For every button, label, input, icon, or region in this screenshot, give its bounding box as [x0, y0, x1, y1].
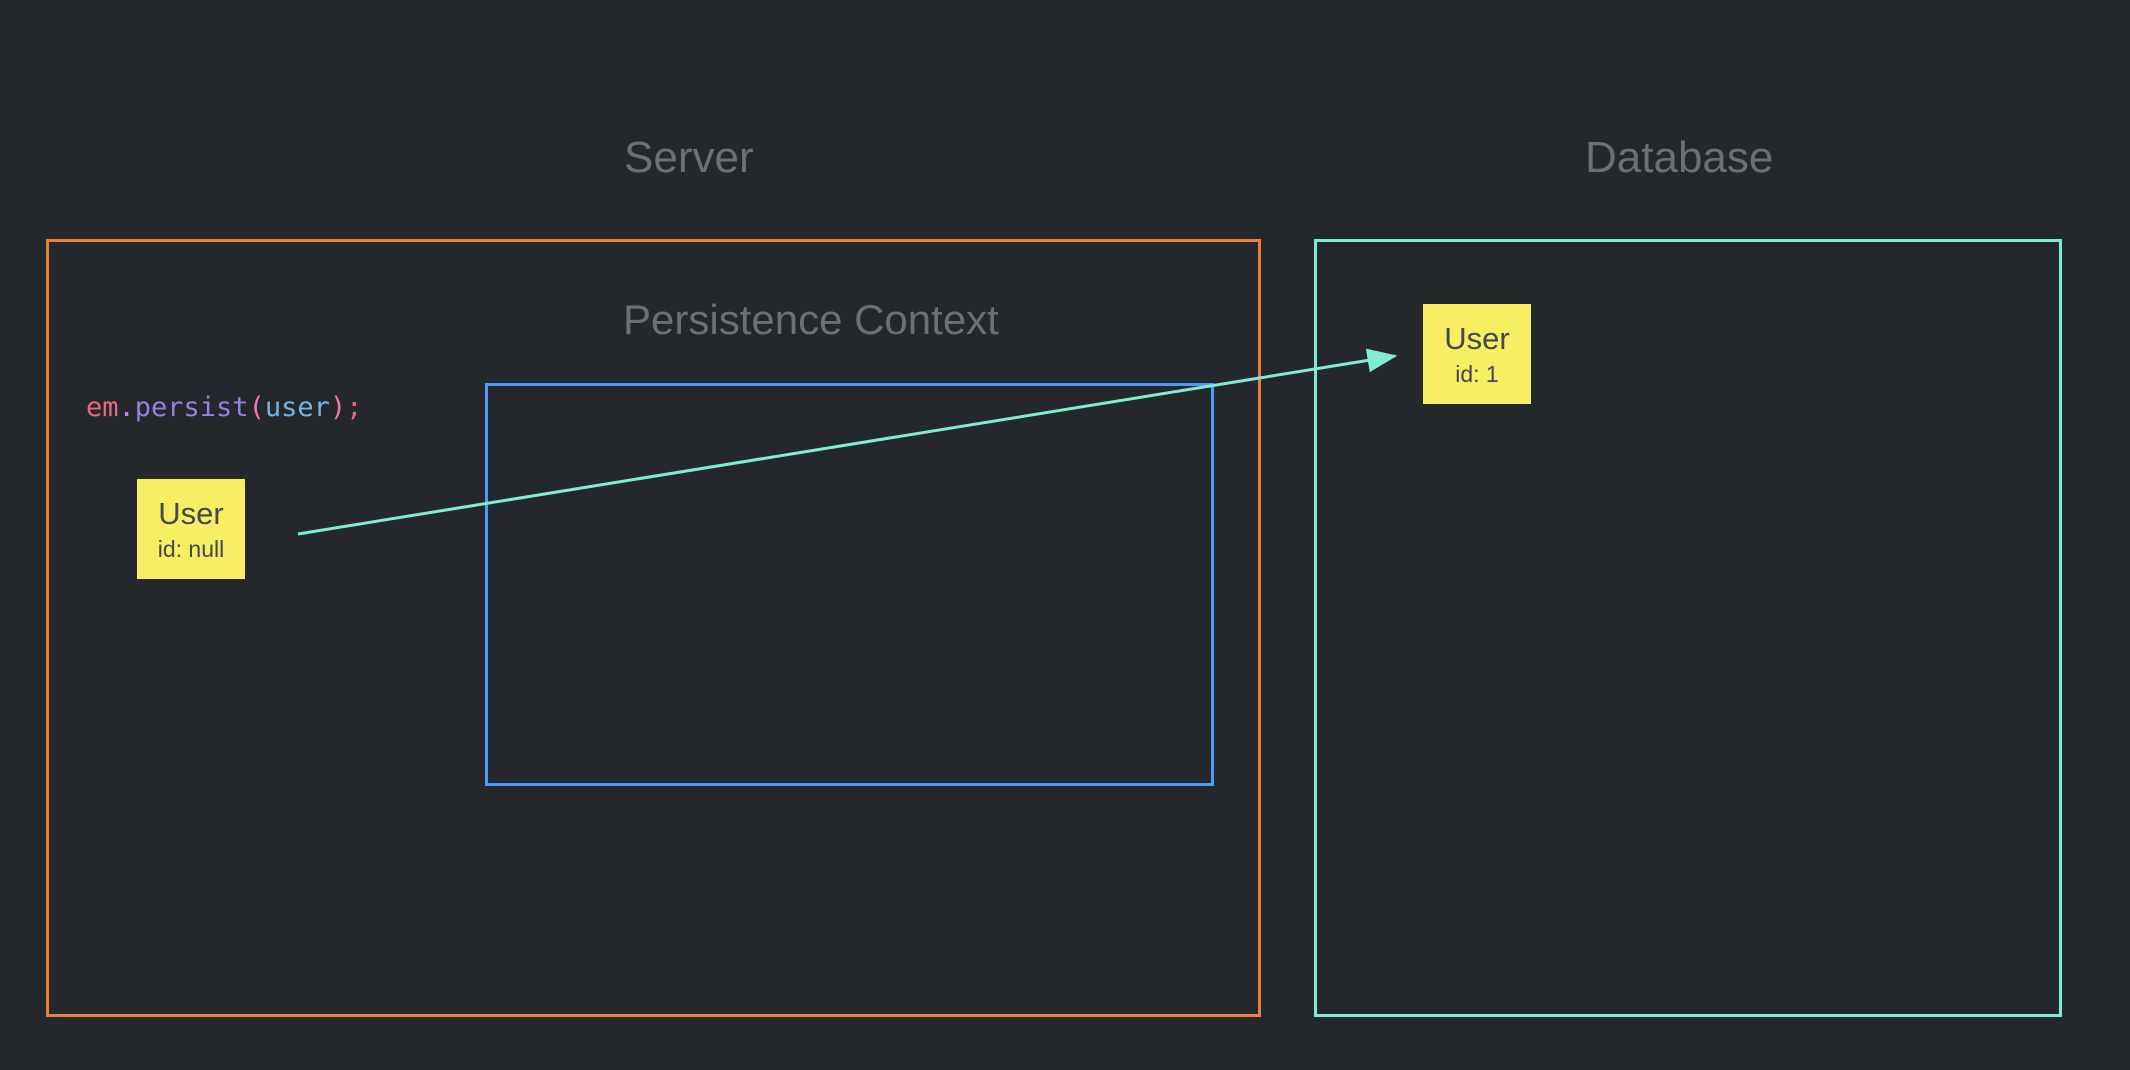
database-boundary-box — [1314, 239, 2062, 1017]
persist-code-statement: em.persist(user); — [86, 392, 362, 423]
persistence-context-box — [485, 383, 1214, 786]
database-section-title: Database — [1585, 133, 1774, 182]
code-token-5: ) — [329, 392, 347, 423]
entity-id-label: id: 1 — [1455, 360, 1499, 387]
code-token-3: ( — [248, 392, 265, 423]
entity-name-label: User — [158, 495, 224, 531]
server-section-title: Server — [624, 133, 754, 182]
server-boundary-box — [46, 239, 1261, 1017]
entity-name-label: User — [1444, 320, 1510, 356]
persisted-user-entity-card: User id: 1 — [1423, 304, 1531, 404]
code-token-6: ; — [346, 392, 363, 423]
code-token-4: user — [264, 392, 330, 423]
code-token-1: . — [118, 392, 135, 423]
persistence-context-title: Persistence Context — [623, 296, 999, 343]
code-token-2: persist — [134, 392, 249, 423]
code-token-0: em — [86, 392, 119, 423]
entity-id-label: id: null — [157, 535, 225, 562]
transient-user-entity-card: User id: null — [137, 479, 245, 579]
